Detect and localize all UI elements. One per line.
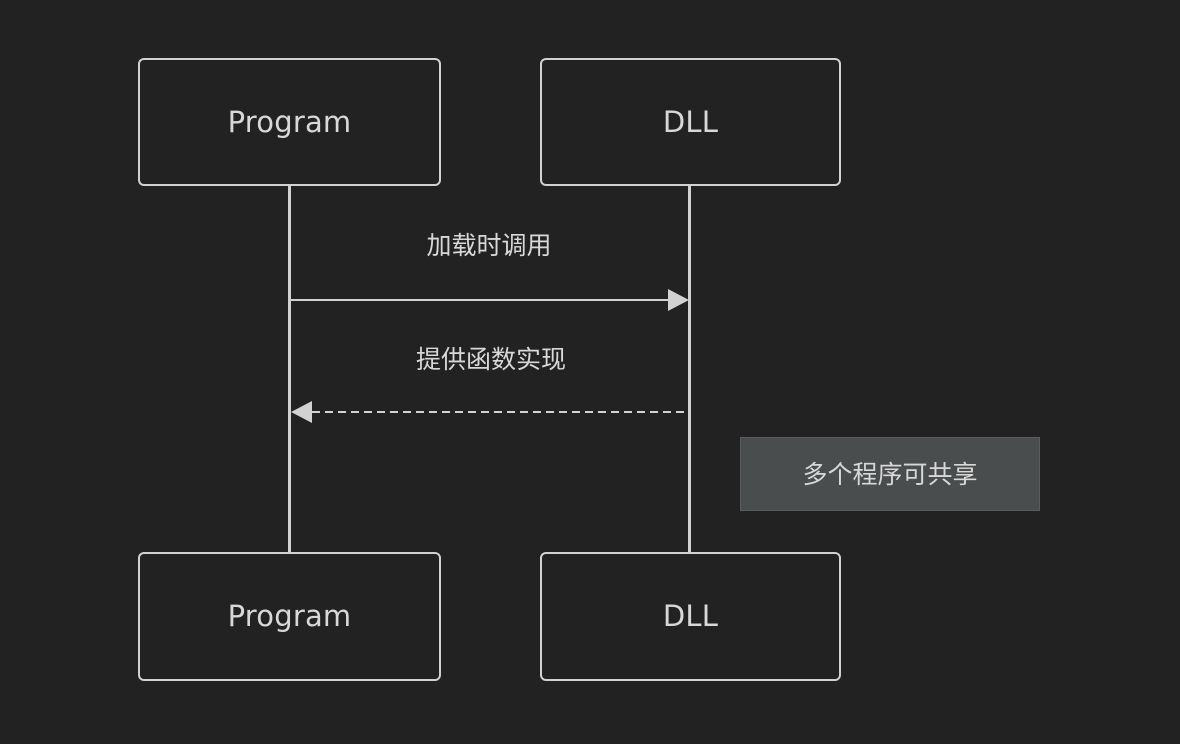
message-call-label: 加载时调用 xyxy=(426,231,552,260)
note-shared-text: 多个程序可共享 xyxy=(802,459,978,489)
note-shared[interactable]: 多个程序可共享 xyxy=(740,437,1040,511)
participant-box-program-top[interactable]: Program xyxy=(138,58,441,186)
participant-label-dll-bottom: DLL xyxy=(662,599,719,633)
arrow-right-icon xyxy=(668,289,689,311)
lifeline-dll xyxy=(688,186,691,552)
participant-box-dll-bottom[interactable]: DLL xyxy=(540,552,841,681)
participant-box-dll-top[interactable]: DLL xyxy=(540,58,841,186)
message-return-label: 提供函数实现 xyxy=(415,345,566,374)
participant-label-program-top: Program xyxy=(227,104,352,139)
message-return-line xyxy=(312,411,690,413)
message-call-line xyxy=(290,299,670,301)
lifeline-program xyxy=(288,186,291,552)
arrow-left-icon xyxy=(291,401,312,423)
participant-label-dll-top: DLL xyxy=(662,104,719,139)
participant-label-program-bottom: Program xyxy=(227,599,352,633)
participant-box-program-bottom[interactable]: Program xyxy=(138,552,441,681)
